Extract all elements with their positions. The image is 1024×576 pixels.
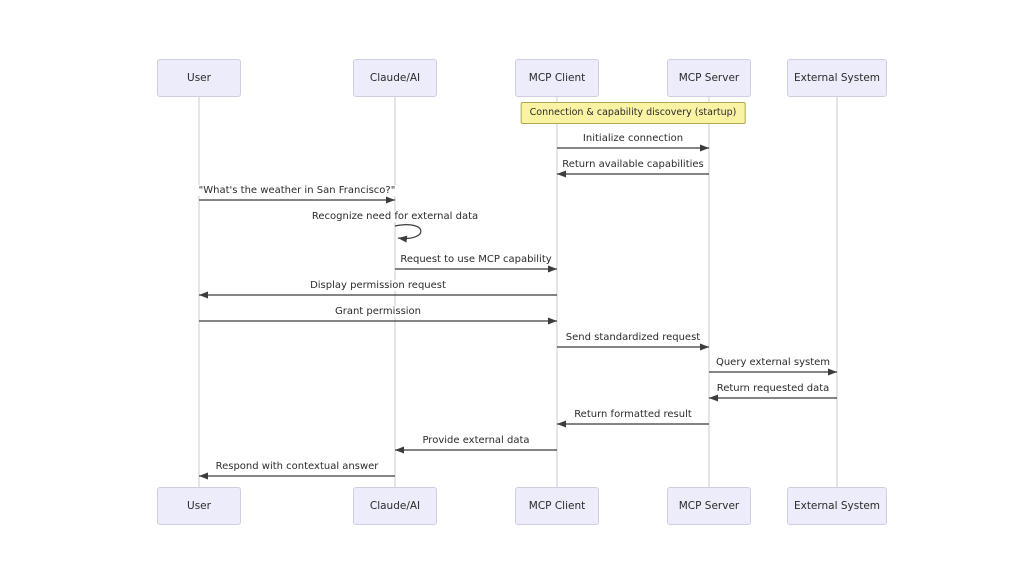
actor-mcp_client-top: MCP Client: [515, 59, 599, 97]
actor-user-bottom: User: [157, 487, 241, 525]
actor-label: Claude/AI: [369, 500, 421, 512]
message-label-8: Query external system: [712, 357, 834, 368]
message-label-5: Display permission request: [307, 280, 449, 291]
actor-mcp_client-bottom: MCP Client: [515, 487, 599, 525]
actor-external_system-top: External System: [786, 59, 888, 97]
actor-mcp_server-bottom: MCP Server: [667, 487, 751, 525]
message-label-12: Respond with contextual answer: [212, 461, 382, 472]
actor-label: MCP Server: [678, 72, 740, 84]
message-label-2: "What's the weather in San Francisco?": [195, 185, 399, 196]
actor-label: MCP Client: [528, 72, 586, 84]
message-label-6: Grant permission: [331, 306, 425, 317]
actor-claude-bottom: Claude/AI: [353, 487, 437, 525]
message-label-3: Recognize need for external data: [308, 211, 482, 222]
note-connection-discovery: Connection & capability discovery (start…: [520, 102, 746, 124]
message-label-7: Send standardized request: [562, 332, 704, 343]
actor-user-top: User: [157, 59, 241, 97]
actor-label: User: [187, 72, 211, 84]
message-label-0: Initialize connection: [579, 133, 687, 144]
actor-label: Claude/AI: [369, 72, 421, 84]
actor-claude-top: Claude/AI: [353, 59, 437, 97]
message-label-4: Request to use MCP capability: [397, 254, 555, 265]
actor-label: MCP Server: [678, 500, 740, 512]
actor-label: External System: [793, 500, 881, 512]
actor-label: MCP Client: [528, 500, 586, 512]
message-label-9: Return requested data: [713, 383, 833, 394]
message-arrow-3: [394, 224, 422, 243]
actor-external_system-bottom: External System: [786, 487, 888, 525]
actor-mcp_server-top: MCP Server: [667, 59, 751, 97]
actor-label: User: [187, 500, 211, 512]
message-label-11: Provide external data: [419, 435, 533, 446]
message-label-1: Return available capabilities: [559, 159, 707, 170]
message-label-10: Return formatted result: [571, 409, 695, 420]
actor-label: External System: [793, 72, 881, 84]
